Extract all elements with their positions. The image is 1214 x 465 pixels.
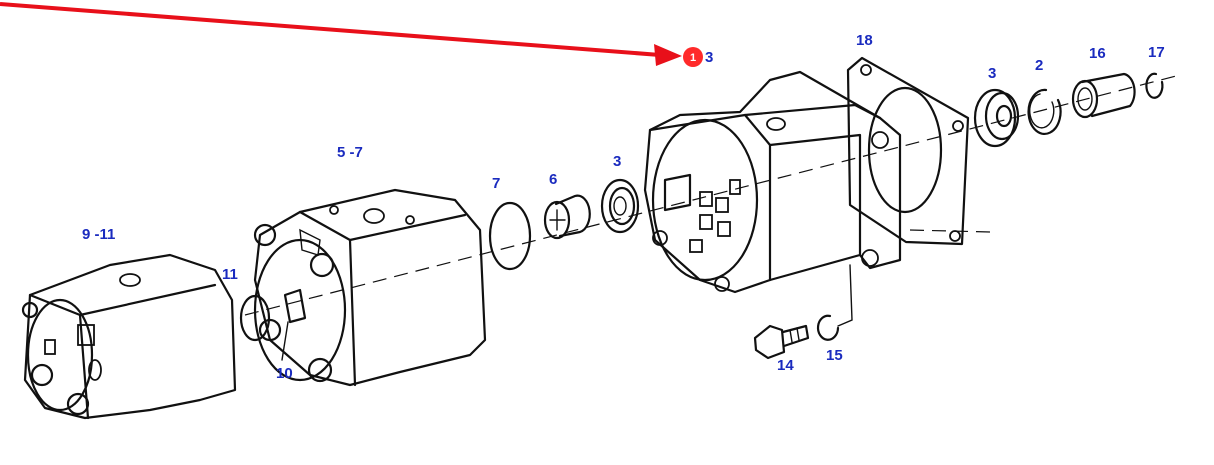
- main-pump-housing: [643, 70, 902, 294]
- o-ring-7: [488, 201, 532, 271]
- callout-6[interactable]: 6: [549, 171, 557, 188]
- callout-9-11[interactable]: 9 -11: [82, 226, 115, 243]
- hotspot-number: 1: [690, 52, 696, 64]
- hotspot-marker[interactable]: 1: [683, 47, 703, 67]
- front-pump-housing: [21, 253, 237, 420]
- flange-axis: [909, 229, 991, 233]
- callout-10[interactable]: 10: [276, 365, 293, 382]
- washer-15: [816, 314, 840, 341]
- callout-3-rear[interactable]: 3: [988, 65, 996, 82]
- hotspot-suffix: 3: [705, 49, 713, 66]
- leader-10: [281, 321, 289, 361]
- callout-18[interactable]: 18: [856, 32, 873, 49]
- callout-11[interactable]: 11: [222, 266, 238, 283]
- coupling-sleeve-16: [1071, 72, 1136, 119]
- callout-3-front[interactable]: 3: [613, 153, 621, 170]
- snap-ring-2: [1027, 88, 1062, 135]
- callout-7[interactable]: 7: [492, 175, 500, 192]
- circlip-17: [1145, 72, 1164, 99]
- callout-17[interactable]: 17: [1148, 44, 1165, 61]
- o-ring-11: [239, 294, 271, 342]
- bearing-3-front: [600, 178, 640, 234]
- callout-16[interactable]: 16: [1089, 45, 1106, 62]
- assembly-axis: [244, 74, 1181, 316]
- coupling-6: [543, 194, 591, 240]
- bearing-3-rear: [973, 88, 1020, 148]
- bolt-14: [753, 324, 810, 360]
- pointer-arrow: [0, 2, 682, 66]
- middle-pump-housing: [253, 188, 487, 387]
- flange-plate-18: [846, 56, 970, 246]
- leader-15: [837, 264, 853, 327]
- callout-14[interactable]: 14: [777, 357, 794, 374]
- callout-2[interactable]: 2: [1035, 57, 1043, 74]
- callout-15[interactable]: 15: [826, 347, 843, 364]
- callout-5-7[interactable]: 5 -7: [337, 144, 363, 161]
